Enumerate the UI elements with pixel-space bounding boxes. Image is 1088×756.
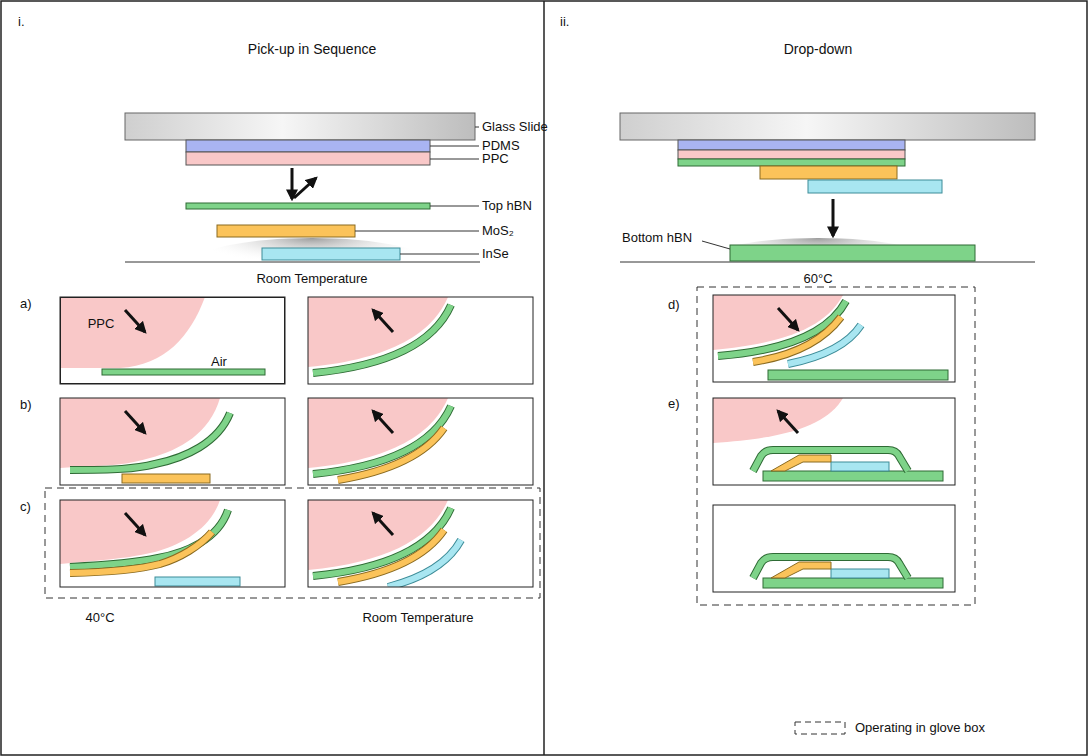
temperature-label: 40°C bbox=[85, 611, 114, 625]
layer-label: Bottom hBN bbox=[622, 231, 692, 245]
step-label: c) bbox=[20, 500, 31, 514]
layer-label: Top hBN bbox=[482, 199, 532, 213]
glovebox-region bbox=[697, 287, 975, 605]
process-panel bbox=[308, 500, 533, 587]
process-panel bbox=[308, 398, 533, 485]
process-box: PPC Air bbox=[60, 297, 285, 384]
section-number: i. bbox=[18, 15, 25, 29]
step-label: b) bbox=[20, 398, 32, 412]
material-label: PPC bbox=[88, 317, 115, 331]
temperature-label: Room Temperature bbox=[362, 611, 473, 625]
step-label: a) bbox=[20, 297, 32, 311]
divider bbox=[543, 1, 545, 755]
section-number: ii. bbox=[560, 15, 569, 29]
dropdown-schematic bbox=[620, 113, 1035, 290]
temperature-label: Room Temperature bbox=[256, 272, 367, 286]
process-panel bbox=[713, 398, 955, 485]
step-label: d) bbox=[668, 298, 680, 312]
layer-label: MoS₂ bbox=[482, 224, 514, 238]
section-panel: i. Pick-up in SequencePPC Air bbox=[0, 0, 544, 756]
glovebox-region bbox=[45, 488, 540, 598]
legend-text: Operating in glove box bbox=[855, 721, 985, 735]
section-panel: ii. Drop-down bbox=[544, 0, 1088, 756]
section-title: Pick-up in Sequence bbox=[248, 42, 376, 57]
legend-swatch bbox=[795, 722, 845, 734]
process-panel bbox=[713, 295, 955, 382]
process-panel bbox=[60, 398, 285, 485]
layer-label: PPC bbox=[482, 152, 509, 166]
temperature-label: 60°C bbox=[803, 272, 832, 286]
step-label: e) bbox=[668, 397, 680, 411]
process-panel bbox=[60, 500, 285, 587]
layer-label: Glass Slide bbox=[482, 120, 548, 134]
pickup-schematic bbox=[125, 113, 480, 290]
section-title: Drop-down bbox=[784, 42, 852, 57]
layer-label: InSe bbox=[482, 247, 509, 261]
process-panel bbox=[308, 297, 533, 384]
process-panel bbox=[713, 505, 955, 592]
process-panel bbox=[60, 297, 285, 384]
material-label: Air bbox=[211, 355, 227, 369]
